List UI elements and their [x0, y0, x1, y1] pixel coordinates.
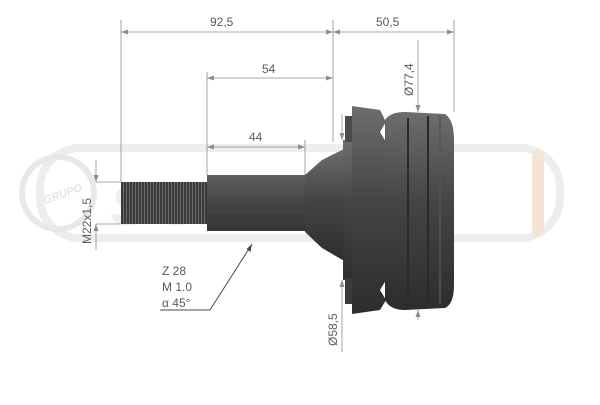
- dim-thread-arrow-bottom: [93, 224, 99, 231]
- dim-outer-diameter-arrow-top: [415, 105, 421, 112]
- dim-seat-diameter-arrow-bottom: [339, 280, 345, 287]
- seat-step-top: [345, 116, 355, 142]
- spline-teeth: [207, 175, 307, 231]
- spline-spec-callout: Z 28 M 1.0 α 45°: [160, 243, 253, 311]
- dim-thread-arrow-top: [93, 175, 99, 182]
- housing-collar: [352, 106, 386, 314]
- spline-teeth-label: Z 28: [162, 264, 186, 278]
- dim-joint-length-label: 50,5: [376, 15, 400, 29]
- dim-overall-shaft-label: 92,5: [210, 15, 234, 29]
- shaft-neck: [305, 148, 346, 262]
- dimension-lines: 92,5 50,5 54 44 Ø77,4 Ø58,5 M22x1,5: [80, 15, 455, 352]
- callout-leader-arrow: [246, 244, 252, 252]
- housing-bell: [385, 112, 454, 310]
- callout-leader-line: [209, 243, 253, 311]
- dim-outer-diameter-label: Ø77,4: [402, 63, 416, 96]
- watermark-badge-ring: [19, 154, 97, 232]
- seat-step-bottom: [345, 278, 355, 304]
- dim-thread-label: M22x1,5: [80, 198, 94, 244]
- dim-seat-diameter-label: Ø58,5: [326, 313, 340, 346]
- spline-angle-label: α 45°: [162, 296, 191, 310]
- watermark-badge-text: GRUPO: [42, 182, 84, 207]
- dim-to-seat-label: 54: [262, 62, 276, 76]
- threaded-end: [121, 182, 208, 224]
- cv-joint-part: [121, 106, 454, 314]
- dim-seat-diameter-arrow-top: [339, 133, 345, 140]
- spline-module-label: M 1.0: [162, 280, 192, 294]
- watermark-accent-bar: [532, 150, 544, 236]
- dim-spline-length-label: 44: [249, 130, 263, 144]
